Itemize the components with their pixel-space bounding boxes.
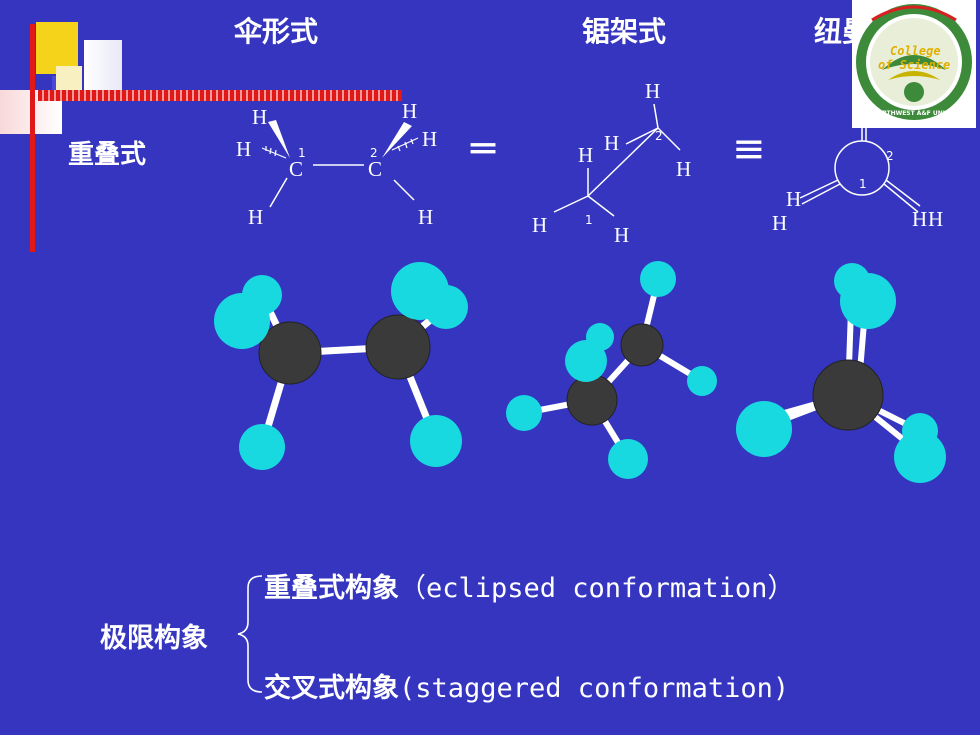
deco-red-horizontal-line — [38, 90, 402, 101]
h-atom — [736, 401, 792, 457]
svg-text:H: H — [928, 207, 943, 231]
h-atom — [410, 415, 462, 467]
h-atom — [840, 273, 896, 329]
h-atom — [640, 261, 676, 297]
staggered-cn: 交叉式构象 — [264, 673, 399, 704]
college-logo: College of Science NORTHWEST A&F UNIVERS… — [852, 0, 976, 128]
equiv-sign-2: ≡ — [732, 126, 766, 172]
eclipsed-en: （eclipsed conformation） — [399, 573, 795, 604]
h-atom — [565, 340, 607, 382]
sawhorse-title: 锯架式 — [582, 15, 667, 48]
h-atom — [506, 395, 542, 431]
logo-line2: of Science — [878, 58, 951, 72]
eclipsed-cn: 重叠式构象 — [264, 573, 399, 604]
umbrella-formula: H H C 1 H C 2 H H H — [236, 99, 437, 229]
logo-line1: College — [890, 44, 941, 58]
deco-white-block — [84, 40, 122, 90]
c-atom — [620, 323, 664, 367]
u-h-bottom-left: H — [248, 205, 263, 229]
newman-labels: 2 1 H H H H — [772, 149, 943, 235]
sawhorse-labels: H 2 H H H 1 H H — [532, 79, 691, 247]
h-atom — [239, 424, 285, 470]
h-atom — [894, 431, 946, 483]
limit-conformation-label: 极限构象 — [100, 623, 208, 654]
u-h-bottom-right: H — [418, 205, 433, 229]
umbrella-title: 伞形式 — [234, 15, 319, 48]
newman-formula — [799, 96, 921, 213]
equiv-sign-1: ═ — [470, 126, 496, 172]
h-atom — [687, 366, 717, 396]
svg-text:H: H — [676, 157, 691, 181]
svg-text:H: H — [772, 211, 787, 235]
svg-text:H: H — [912, 207, 927, 231]
deco-yellow-block — [36, 22, 78, 74]
svg-text:H: H — [578, 143, 593, 167]
brace-icon — [237, 575, 263, 693]
c-atom — [258, 321, 322, 385]
staggered-en: (staggered conformation) — [399, 673, 790, 704]
eclipsed-item: 重叠式构象（eclipsed conformation） — [264, 566, 794, 605]
eclipsed-label: 重叠式 — [68, 140, 147, 170]
u-c2: C — [368, 157, 382, 181]
deco-pale-block — [56, 66, 82, 92]
c-atom — [812, 359, 884, 431]
c-atom — [365, 314, 431, 380]
h-atom — [391, 262, 449, 320]
ball-stick-models — [214, 261, 946, 483]
structural-formulas: H H C 1 H C 2 H H H ═ H 2 H H H 1 H H ≡ — [236, 79, 943, 247]
u-h-left: H — [236, 137, 251, 161]
u-h-right: H — [422, 127, 437, 151]
u-num-2: 2 — [370, 146, 378, 160]
logo-ring-text: NORTHWEST A&F UNIVERSITY — [872, 110, 974, 117]
svg-text:H: H — [614, 223, 629, 247]
logo-emblem-icon — [856, 4, 972, 120]
c-atom — [566, 374, 618, 426]
deco-red-vertical-line — [30, 24, 35, 252]
model-newman — [736, 263, 946, 483]
h-atom — [608, 439, 648, 479]
svg-text:H: H — [645, 79, 660, 103]
sawhorse-formula — [553, 103, 681, 217]
svg-text:2: 2 — [886, 149, 894, 163]
svg-text:1: 1 — [585, 213, 593, 227]
u-h-top-left: H — [252, 105, 267, 129]
model-umbrella — [214, 262, 468, 470]
svg-text:H: H — [532, 213, 547, 237]
staggered-item: 交叉式构象(staggered conformation) — [264, 666, 789, 705]
svg-text:H: H — [786, 187, 801, 211]
model-sawhorse — [506, 261, 717, 479]
u-c1: C — [289, 157, 303, 181]
svg-text:2: 2 — [655, 129, 663, 143]
svg-text:H: H — [604, 131, 619, 155]
svg-text:1: 1 — [859, 177, 867, 191]
h-atom — [214, 293, 270, 349]
u-h-top-right: H — [402, 99, 417, 123]
u-num-1: 1 — [298, 146, 306, 160]
